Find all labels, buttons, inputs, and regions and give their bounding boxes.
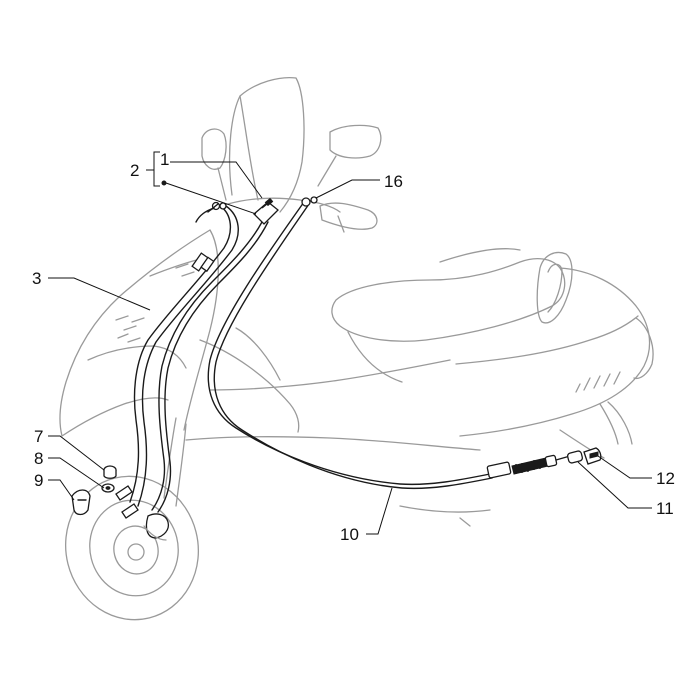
callout-8: 8: [34, 449, 43, 468]
right-grip: [319, 202, 378, 233]
callout-9: 9: [34, 471, 43, 490]
callout-3: 3: [32, 269, 41, 288]
callout-11: 11: [656, 499, 674, 518]
seat: [331, 257, 566, 342]
left-lever-fitting: [195, 201, 227, 223]
shield-vents: [115, 263, 195, 343]
front-wheel: [64, 475, 200, 621]
rear-cable-spring: [486, 454, 571, 479]
part-8-washer: [101, 483, 115, 493]
rear-body: [459, 267, 651, 437]
front-brake-cable-b: [137, 205, 239, 507]
grab-handle: [536, 251, 573, 324]
right-mirror: [317, 124, 382, 187]
front-shield: [59, 229, 211, 437]
left-mirror: [201, 128, 227, 201]
front-cable-adjuster: [191, 252, 215, 273]
callout-10: 10: [340, 525, 359, 544]
components: [71, 196, 602, 541]
rear-vents: [575, 371, 621, 393]
handlebar-cover: [205, 197, 341, 213]
part-12-end-fitting: [583, 447, 602, 465]
cables: [129, 201, 493, 513]
part-9-clip: [71, 489, 91, 516]
part-11-connector: [566, 450, 584, 464]
wheel-cable-ends: [115, 485, 170, 541]
scooter-outline: [59, 76, 654, 621]
speedometer-cable-a: [151, 221, 263, 511]
callout-12: 12: [656, 469, 675, 488]
callout-labels: 1 2 3 16 7 8 9 10 12 11: [32, 150, 675, 544]
handlebar-switch: [253, 197, 279, 225]
rear-cable-b: [213, 203, 493, 490]
right-grip-fitting: [301, 196, 318, 207]
callout-1: 1: [160, 150, 169, 169]
front-brake-cable-a: [129, 205, 231, 503]
part-7-cap: [103, 465, 117, 479]
callout-2: 2: [130, 161, 139, 180]
bracket-1-2: [153, 151, 160, 187]
speedometer-cable-b: [157, 221, 269, 513]
floorboard: [185, 436, 481, 451]
rear-cable-a: [207, 201, 491, 486]
windscreen: [228, 76, 305, 213]
leader-lines: [48, 151, 652, 535]
callout-16: 16: [384, 172, 403, 191]
callout-7: 7: [34, 427, 43, 446]
